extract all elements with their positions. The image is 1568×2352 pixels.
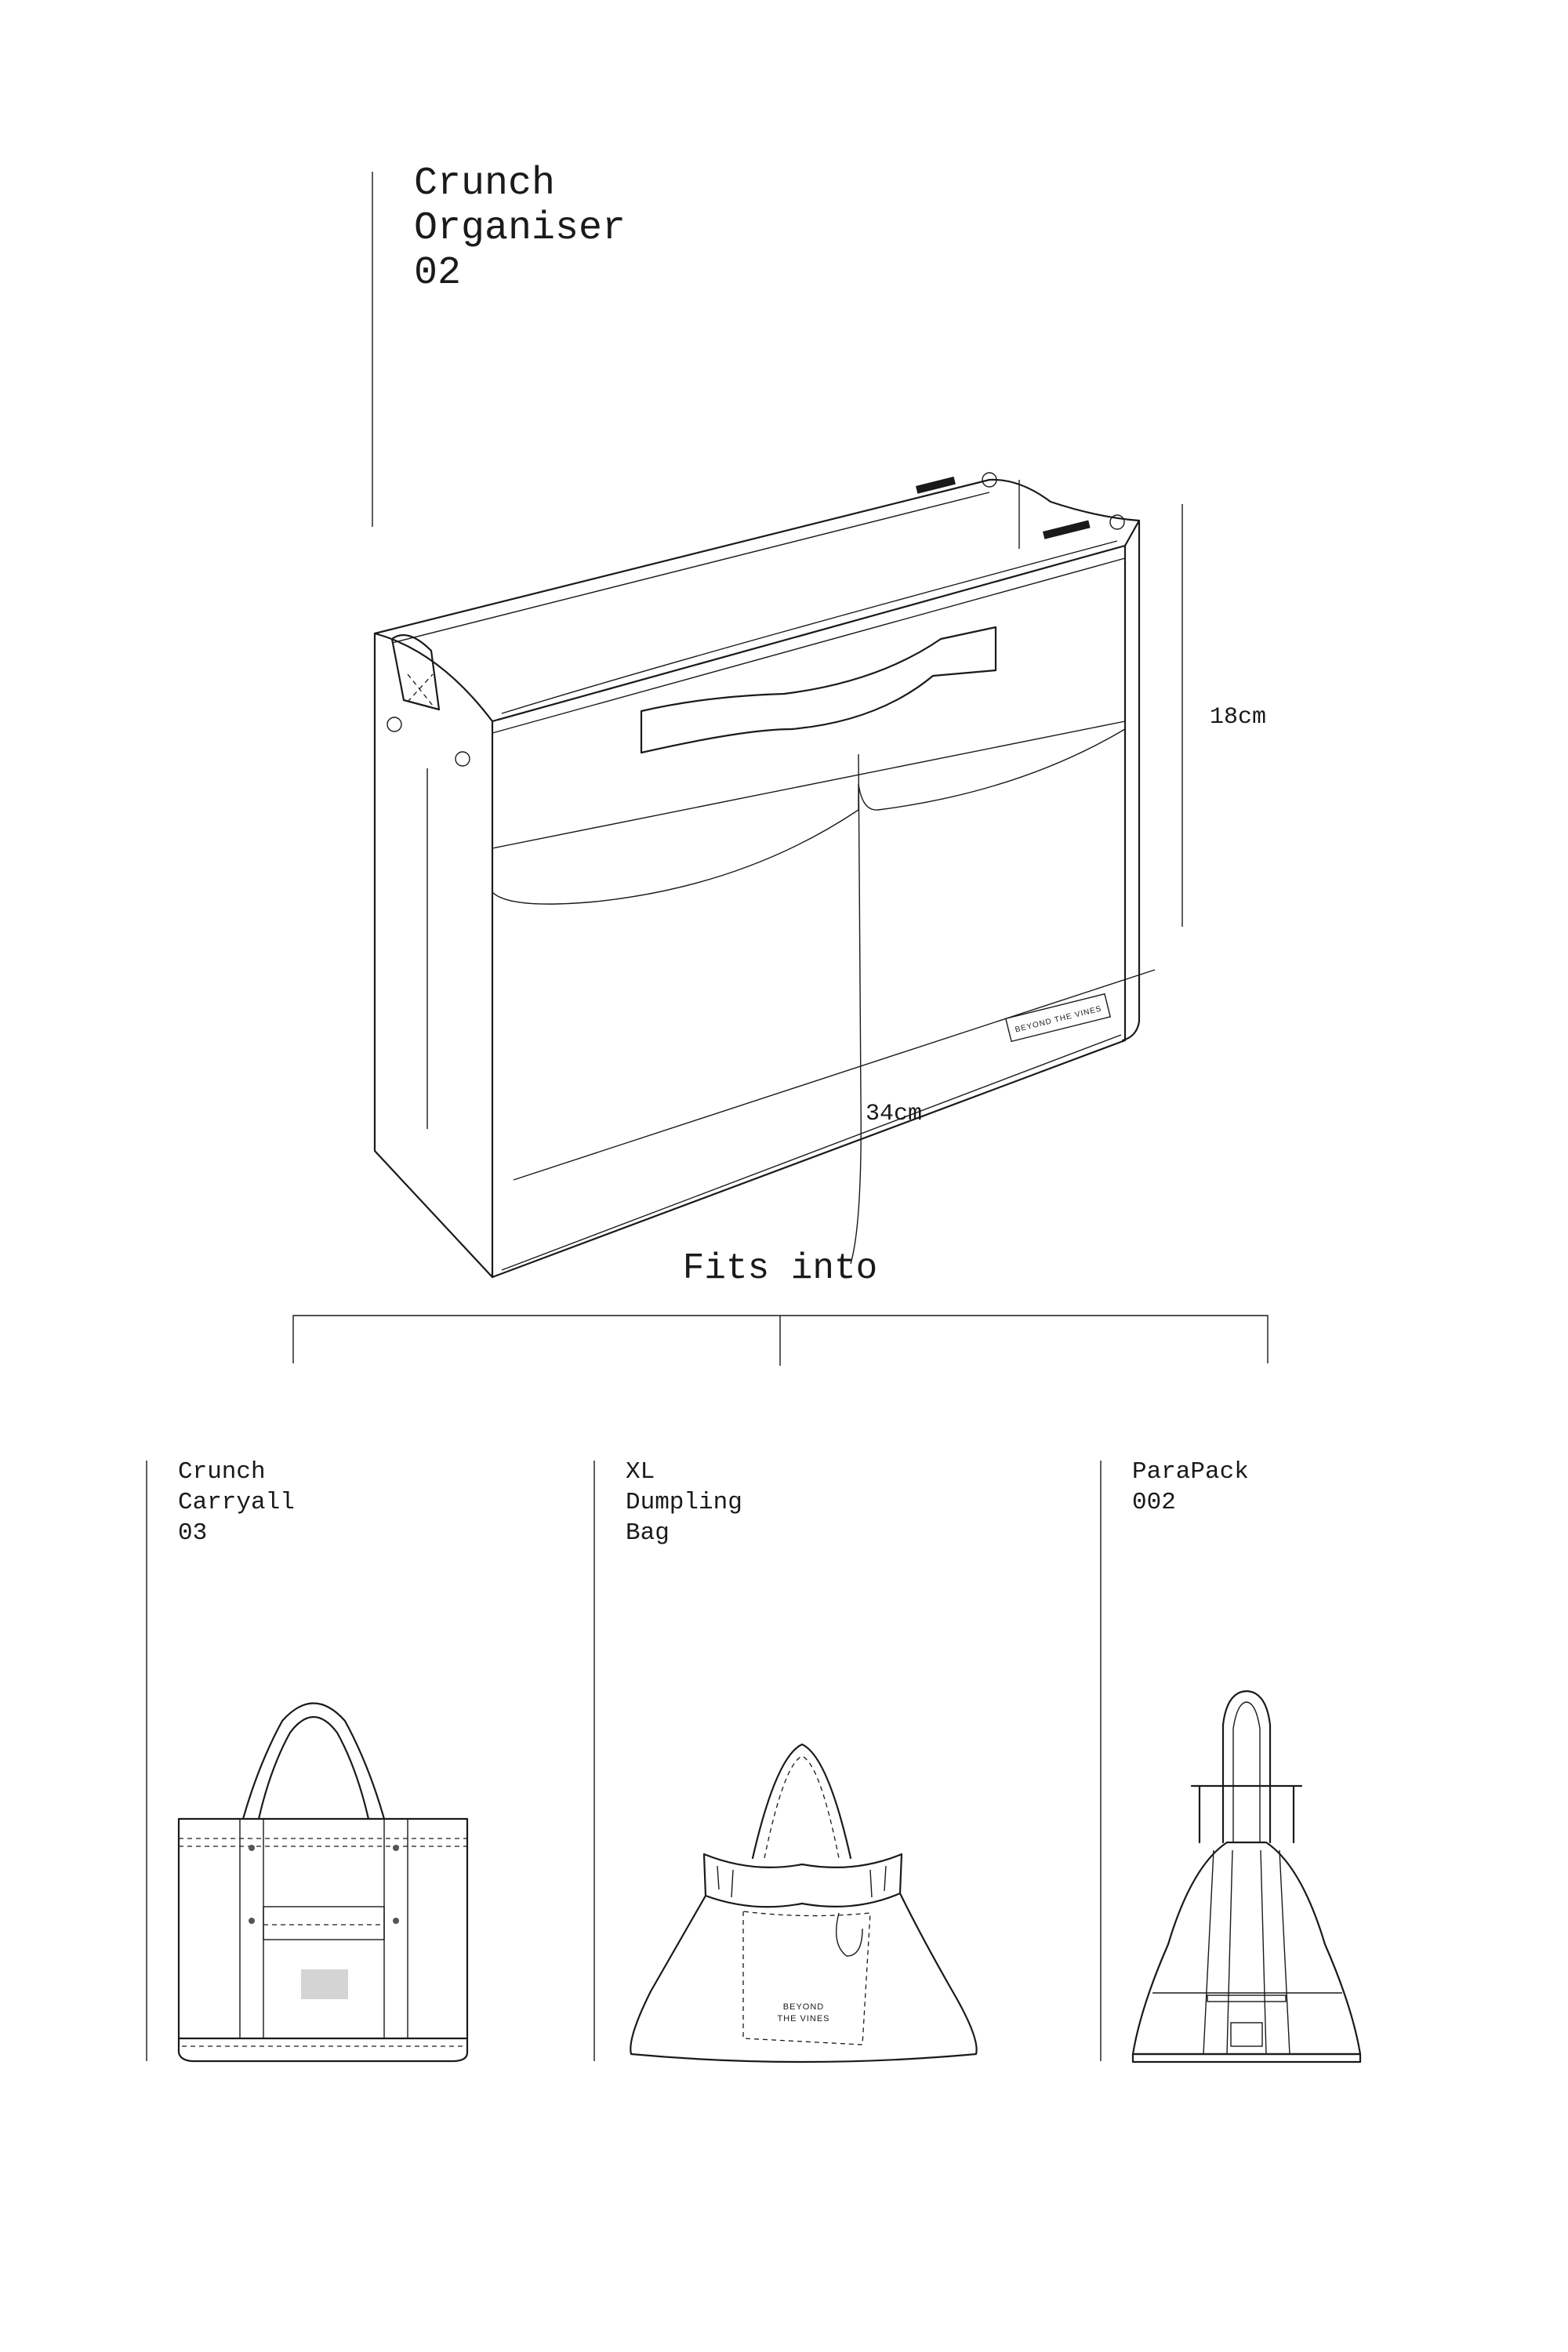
eyelet-icon (455, 751, 470, 767)
svg-text:03: 03 (178, 1519, 207, 1547)
bag-label-parapack: ParaPack 002 (1132, 1458, 1249, 1516)
svg-text:ParaPack: ParaPack (1132, 1458, 1249, 1486)
title-line: 02 (414, 251, 462, 296)
front-panel (491, 544, 1127, 1279)
title-line: Crunch (414, 162, 556, 206)
organiser-illustration: BEYOND THE VINES (373, 472, 1141, 1279)
height-dimension: 18cm (1210, 704, 1266, 731)
eyelet-icon (387, 717, 402, 732)
xl-dumpling-illustration: BEYOND THE VINES (630, 1743, 978, 2063)
drawstring-gather (702, 1853, 903, 1908)
side-panel (373, 632, 494, 1279)
svg-text:XL: XL (626, 1458, 655, 1486)
pocket-seam (492, 720, 1126, 849)
zipper-pull-icon (1043, 520, 1091, 539)
fits-into-bracket (292, 1315, 1269, 1366)
zipper-pull-icon (915, 476, 956, 494)
svg-text:Crunch: Crunch (178, 1458, 266, 1486)
back-top-edge (373, 478, 1141, 635)
width-dimension-line (513, 969, 1156, 1181)
bag-label-crunch-carryall: Crunch Carryall 03 (178, 1458, 295, 1547)
handle (640, 626, 997, 754)
bag-logo: THE VINES (777, 2014, 829, 2024)
svg-text:Carryall: Carryall (178, 1489, 295, 1516)
title-line: Organiser (414, 206, 626, 251)
width-dimension: 34cm (866, 1101, 922, 1127)
label-patch (301, 1969, 348, 1999)
bag-logo: BEYOND (783, 2002, 824, 2012)
crunch-carryall-illustration (177, 1702, 469, 2063)
side-tab (390, 633, 441, 711)
fits-into-heading: Fits into (683, 1248, 877, 1289)
bag-label-xl-dumpling: XL Dumpling Bag (626, 1458, 742, 1547)
svg-text:002: 002 (1132, 1489, 1176, 1516)
svg-text:Dumpling: Dumpling (626, 1489, 742, 1516)
parapack-illustration (1131, 1690, 1362, 2063)
svg-text:Bag: Bag (626, 1519, 670, 1547)
